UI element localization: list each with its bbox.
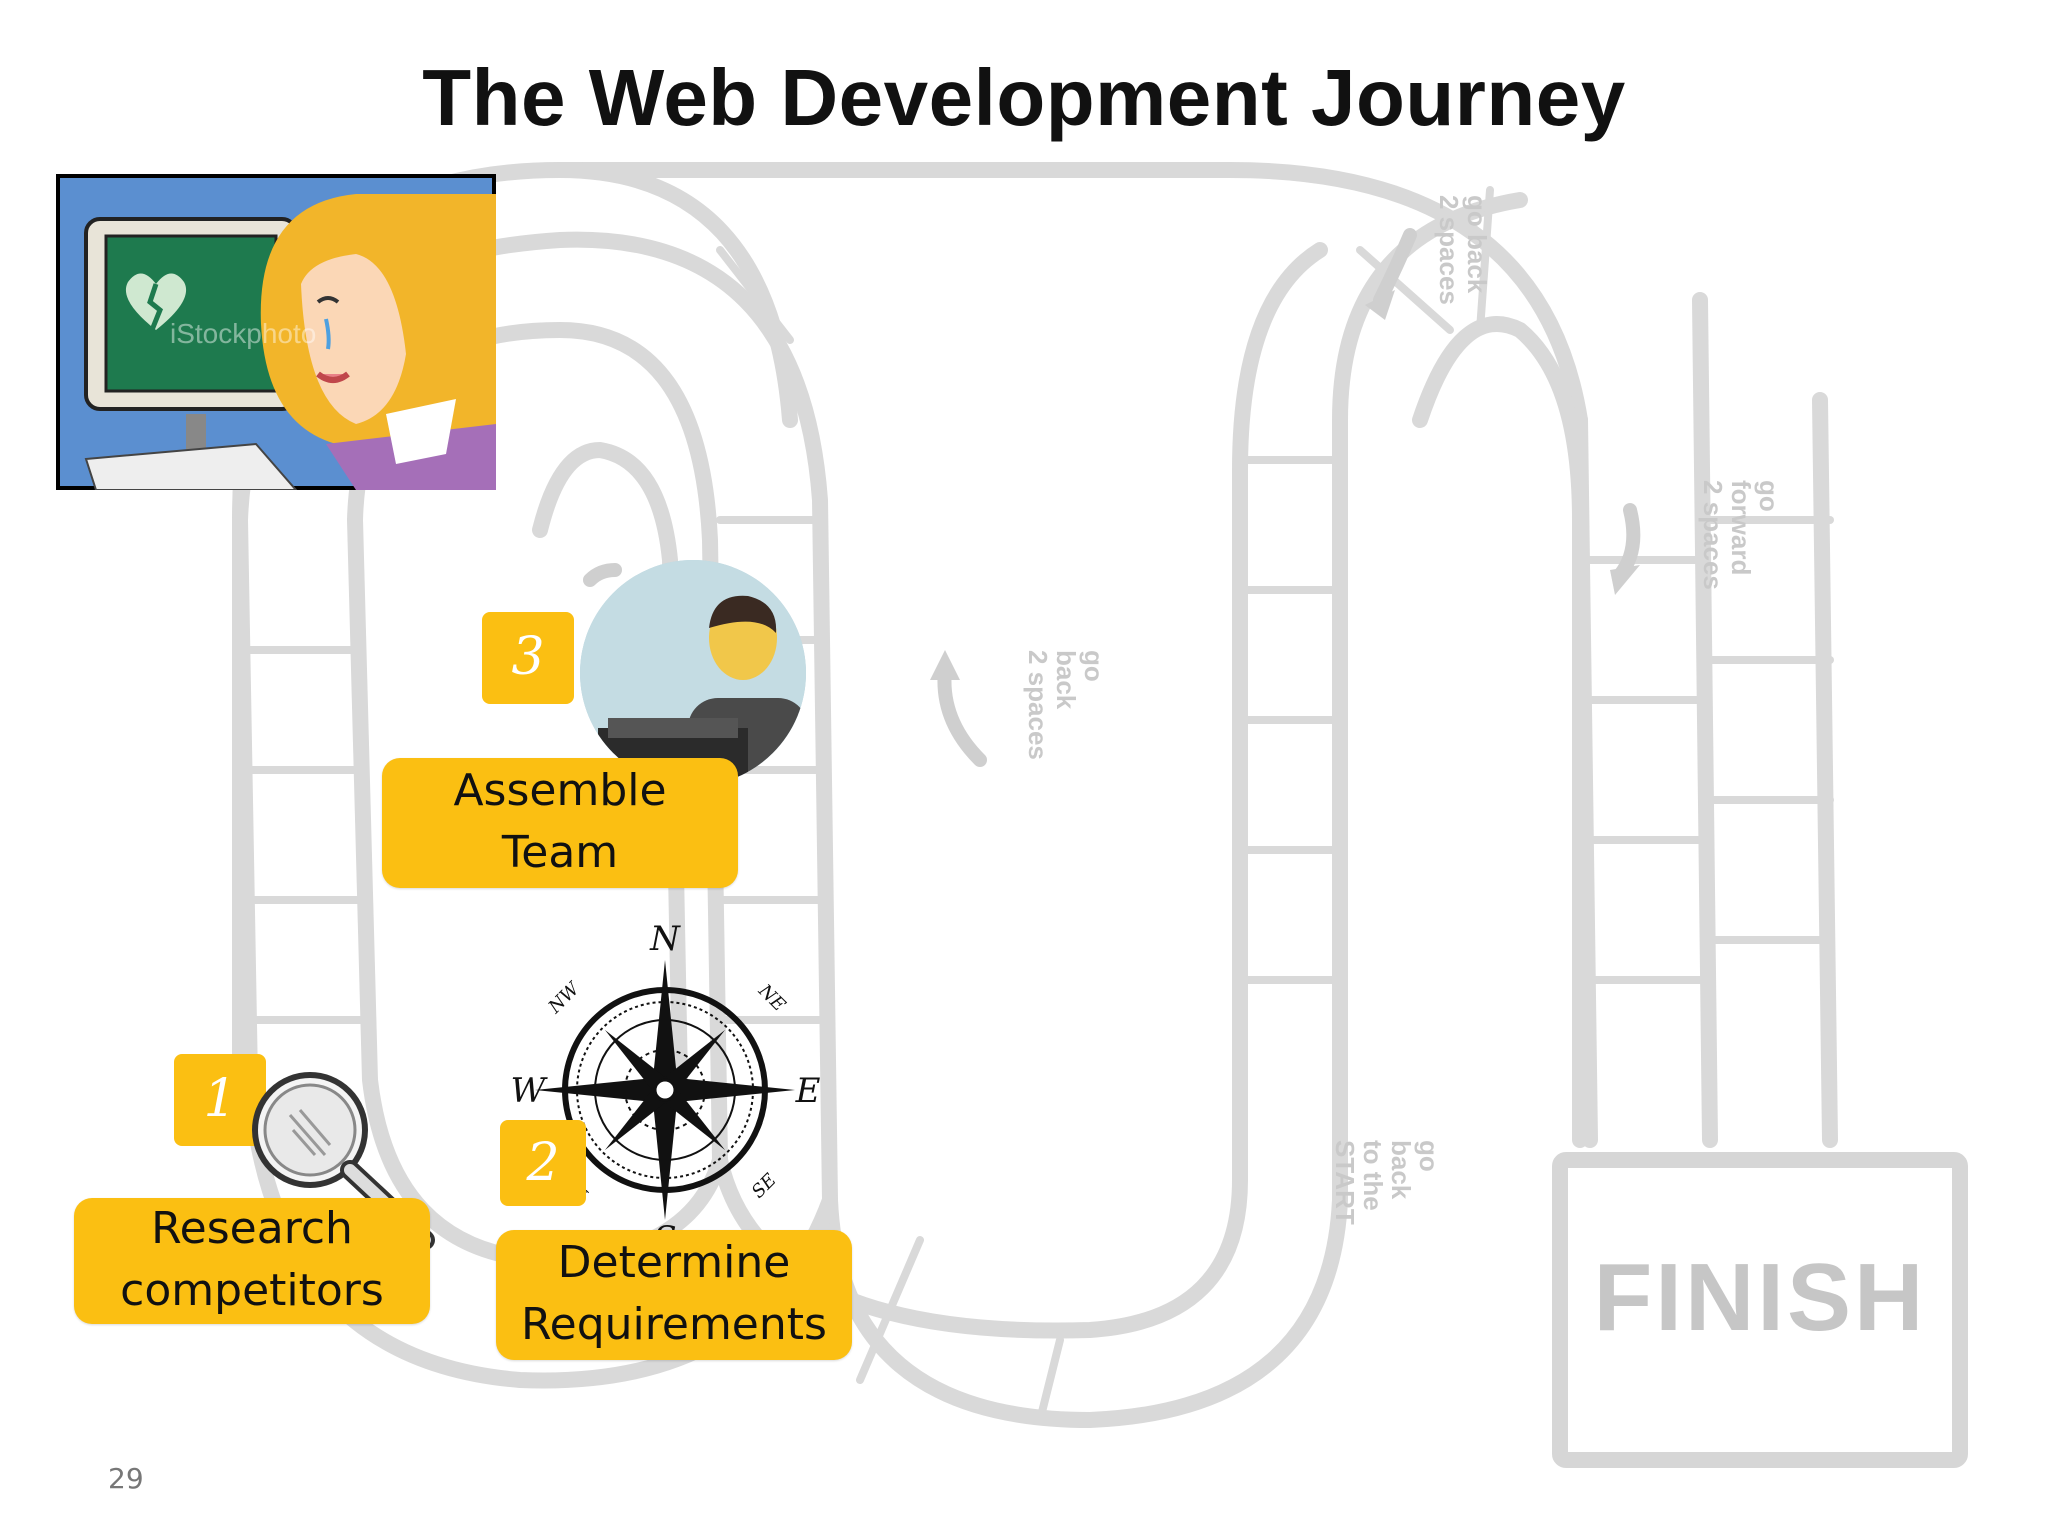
compass-e: E xyxy=(795,1071,821,1111)
step-number-2: 2 xyxy=(500,1120,586,1206)
back-arrow-icon-2 xyxy=(937,663,987,767)
page-number: 29 xyxy=(108,1462,144,1495)
board-space-text-2b: forward xyxy=(1726,480,1756,575)
board-space-text-1a: go back xyxy=(1462,195,1492,294)
team-member-icon xyxy=(580,560,806,786)
step-label-line: Research xyxy=(151,1203,353,1254)
board-space-text-4d: START xyxy=(1330,1140,1360,1225)
board-space-text-3c: 2 spaces xyxy=(1023,650,1053,760)
stock-watermark: iStockphoto xyxy=(170,318,317,349)
arrow-icon-3 xyxy=(583,563,622,587)
step-number-1: 1 xyxy=(174,1054,266,1146)
compass-n: N xyxy=(649,920,681,959)
step-label-line: Team xyxy=(501,827,619,878)
board-space-text-3a: go xyxy=(1079,650,1109,682)
slide-title: The Web Development Journey xyxy=(422,53,1626,142)
sad-woman-at-computer-illustration xyxy=(56,174,496,490)
step-label-line: Assemble xyxy=(453,765,667,816)
step-number-3: 3 xyxy=(482,612,574,704)
board-space-text-4c: to the xyxy=(1358,1140,1388,1211)
step-label-research-competitors: Research competitors xyxy=(74,1198,430,1324)
board-space-text-2a: go xyxy=(1754,480,1784,512)
magnifying-glass-icon xyxy=(252,1072,435,1250)
step-label-line: Determine xyxy=(557,1237,791,1288)
step-label-assemble-team: Assemble Team xyxy=(382,758,738,888)
step-label-line: Requirements xyxy=(521,1299,827,1350)
compass-ne: NE xyxy=(754,980,790,1016)
step-label-line: competitors xyxy=(120,1265,384,1316)
board-space-text-4a: go xyxy=(1414,1140,1444,1172)
compass-w: W xyxy=(511,1071,549,1111)
compass-nw: NW xyxy=(544,978,585,1019)
back-arrow-icon xyxy=(1373,228,1417,307)
board-space-text-2c: 2 spaces xyxy=(1698,480,1728,590)
board-space-text-4b: back xyxy=(1386,1140,1416,1200)
board-space-text-3b: back xyxy=(1051,650,1081,710)
finish-label: FINISH xyxy=(1594,1244,1927,1351)
compass-se: SE xyxy=(748,1170,781,1203)
forward-arrow-icon xyxy=(1613,503,1641,582)
step-label-determine-requirements: Determine Requirements xyxy=(496,1230,852,1360)
board-space-text-1b: 2 spaces xyxy=(1434,195,1464,305)
